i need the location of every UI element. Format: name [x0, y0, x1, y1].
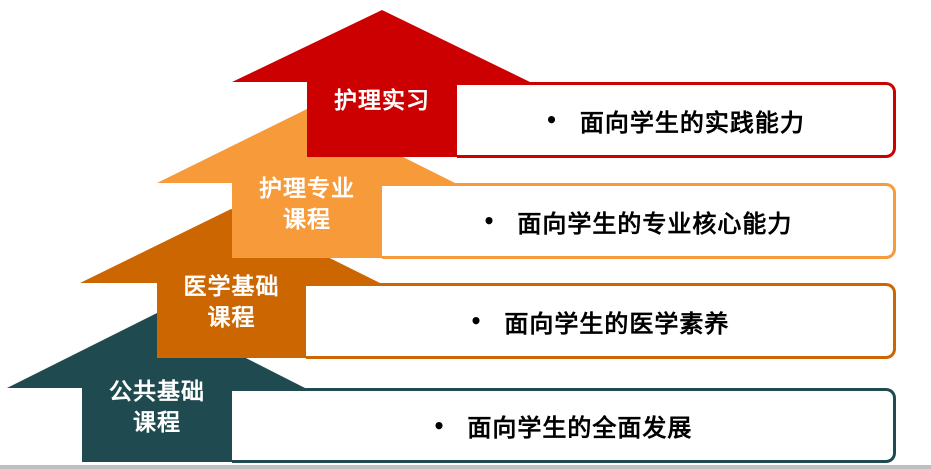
bullet-icon: •	[432, 413, 446, 438]
arrow-label-nursing-professional: 护理专业 课程	[232, 174, 382, 236]
level-description: 面向学生的医学素养	[504, 309, 730, 338]
bullet-icon: •	[545, 108, 558, 132]
level-box-nursing-professional: • 面向学生的专业核心能力	[382, 183, 896, 259]
arrow-label-line1: 护理专业	[259, 176, 355, 202]
arrow-label-nursing-internship: 护理实习	[307, 86, 457, 117]
level-description: 面向学生的专业核心能力	[517, 209, 793, 238]
arrow-label-line2: 课程	[207, 305, 256, 331]
bottom-divider	[0, 465, 931, 469]
bullet-icon: •	[482, 209, 496, 233]
arrow-label-line1: 公共基础	[109, 379, 205, 405]
level-description: 面向学生的实践能力	[579, 108, 805, 137]
level-box-nursing-internship: • 面向学生的实践能力	[457, 82, 896, 158]
arrow-label-line1: 医学基础	[183, 274, 280, 300]
arrow-label-line2: 课程	[283, 207, 331, 233]
arrow-label-line2: 课程	[133, 410, 181, 436]
arrow-label-public-basic: 公共基础 课程	[82, 377, 232, 439]
arrow-label-medical-basic: 医学基础 课程	[157, 272, 306, 334]
level-box-public-basic: • 面向学生的全面发展	[232, 388, 896, 463]
level-description: 面向学生的全面发展	[467, 414, 693, 442]
level-box-medical-basic: • 面向学生的医学素养	[306, 283, 896, 359]
bullet-icon: •	[469, 309, 483, 333]
arrow-label-line1: 护理实习	[334, 88, 430, 114]
arrow-nursing-internship	[232, 10, 530, 157]
